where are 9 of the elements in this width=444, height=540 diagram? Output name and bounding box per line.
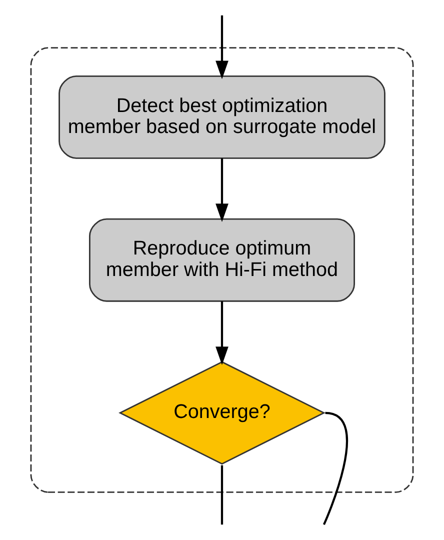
arrow — [216, 301, 228, 366]
node-box: Reproduce optimum member with Hi-Fi method — [89, 218, 355, 302]
connector — [220, 465, 224, 525]
connector — [322, 412, 348, 526]
arrow — [216, 158, 228, 222]
arrow — [216, 15, 228, 80]
node-diamond: Converge? — [118, 361, 326, 465]
node-box: Detect best optimization member based on surrogate model — [58, 75, 386, 159]
cluster — [30, 47, 414, 493]
